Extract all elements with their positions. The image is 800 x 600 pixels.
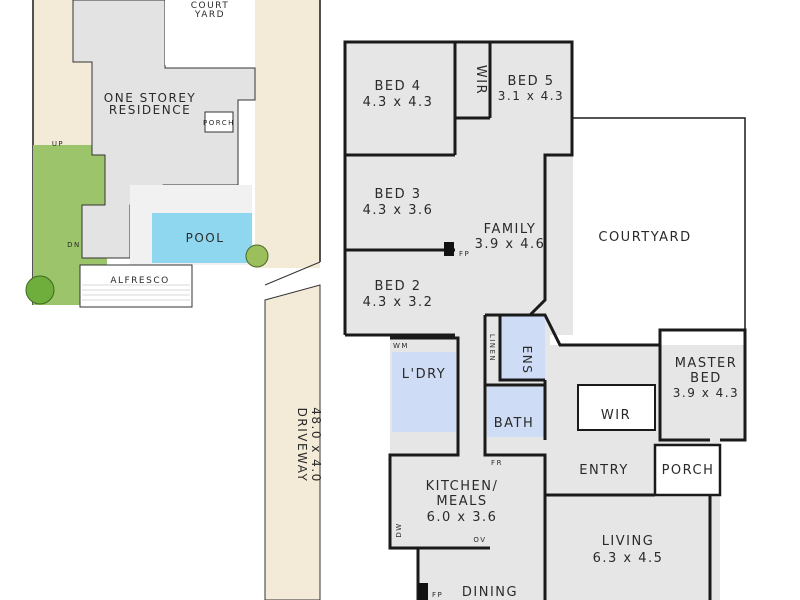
bath-label: BATH <box>494 416 535 431</box>
site-plan: COURT YARD ONE STOREY RESIDENCE PORCH UP… <box>25 0 323 600</box>
living-label: LIVING <box>602 534 655 549</box>
svg-text:BED: BED <box>690 371 722 386</box>
svg-text:RESIDENCE: RESIDENCE <box>109 103 191 117</box>
svg-text:YARD: YARD <box>194 10 225 20</box>
tree-icon <box>25 275 55 305</box>
bed2-size: 4.3 x 3.2 <box>363 295 434 310</box>
bed2-label: BED 2 <box>374 279 421 294</box>
wir-label: WIR <box>473 65 488 95</box>
laundry-label: L'DRY <box>402 367 446 382</box>
master-bed-label: MASTER <box>675 356 738 371</box>
bathroom <box>487 387 544 437</box>
bed5-label: BED 5 <box>507 74 554 89</box>
driveway-size: 48.0 x 4.0 <box>309 407 323 483</box>
driveway-label: DRIVEWAY <box>295 408 309 483</box>
dining-label: DINING <box>462 585 518 600</box>
alfresco-deck <box>79 264 193 308</box>
family-size: 3.9 x 4.6 <box>475 237 546 252</box>
master-wir-label: WIR <box>601 408 631 423</box>
porch-room <box>653 443 722 497</box>
kitchen-size: 6.0 x 3.6 <box>427 510 498 525</box>
driveway <box>264 284 321 600</box>
bed3-size: 4.3 x 3.6 <box>363 203 434 218</box>
fridge-label: FR <box>491 459 503 467</box>
alfresco-label: ALFRESCO <box>110 276 169 286</box>
porch-label: PORCH <box>662 463 715 478</box>
land-right <box>255 0 320 268</box>
dishwasher-label: DW <box>395 522 403 537</box>
linen-label: LINEN <box>488 334 496 362</box>
bed3-label: BED 3 <box>374 187 421 202</box>
kitchen-label: KITCHEN/ <box>426 479 499 494</box>
fp-label: FP <box>459 250 470 258</box>
oven-label: OV <box>473 536 486 544</box>
living-size: 6.3 x 4.5 <box>593 551 664 566</box>
shrub-icon <box>245 244 269 268</box>
laundry-room <box>392 352 456 432</box>
site-porch <box>204 111 234 133</box>
svg-text:MEALS: MEALS <box>436 494 487 509</box>
pool <box>152 213 252 263</box>
site-courtyard <box>165 0 255 65</box>
site-porch-label: PORCH <box>203 119 235 127</box>
floor-plan: BED 4 4.3 x 4.3 WIR BED 5 3.1 x 4.3 BED … <box>343 40 747 600</box>
ensuite-label: ENS <box>520 346 534 375</box>
bed4-size: 4.3 x 4.3 <box>363 95 434 110</box>
bed4-label: BED 4 <box>374 79 421 94</box>
family-label: FAMILY <box>484 222 537 237</box>
fireplace-icon <box>444 242 454 256</box>
site-courtyard-label: COURT <box>191 1 230 11</box>
dn-label: DN <box>67 241 81 249</box>
ensuite-room <box>500 315 545 380</box>
master-bed-size: 3.9 x 4.3 <box>673 386 739 400</box>
up-label: UP <box>52 140 64 148</box>
wm-label: WM <box>393 342 409 350</box>
master-wir <box>577 384 656 431</box>
bed5-size: 3.1 x 4.3 <box>498 89 564 103</box>
pool-label: POOL <box>186 231 225 245</box>
fp-dining-label: FP <box>432 591 443 599</box>
residence-label: ONE STOREY <box>104 91 196 105</box>
courtyard-label: COURTYARD <box>598 230 691 245</box>
fireplace-icon-dining <box>418 583 428 600</box>
entry-label: ENTRY <box>579 463 629 478</box>
